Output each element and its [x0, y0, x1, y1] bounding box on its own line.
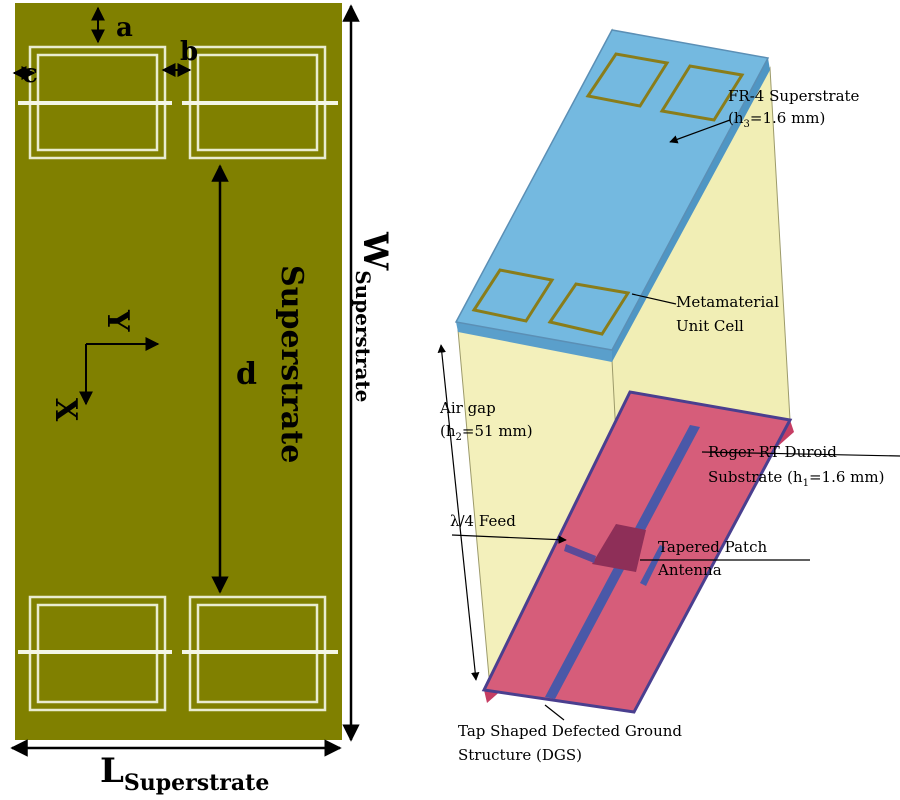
- x-axis-label: X: [48, 398, 83, 422]
- air-gap-label: Air gap: [439, 399, 496, 417]
- fr4-leader: [669, 119, 731, 144]
- dim-b-label: b: [180, 37, 198, 67]
- l-dimension-label: LSuperstrate: [100, 751, 269, 796]
- meta-label-2: Unit Cell: [676, 317, 744, 335]
- l-sub: Superstrate: [124, 770, 269, 796]
- antenna-3d-view: FR-4 Superstrate (h3=1.6 mm) Metamateria…: [437, 28, 900, 764]
- svg-text:WSuperstrate: WSuperstrate: [351, 231, 395, 402]
- dgs-leader: [544, 704, 565, 721]
- feed-label: λ/4 Feed: [450, 512, 516, 530]
- w-sub: Superstrate: [351, 270, 375, 402]
- feed-leader: [451, 534, 567, 544]
- fr4-label: FR-4 Superstrate: [728, 87, 860, 105]
- roger-label: Roger RT Duroid: [708, 443, 837, 461]
- superstrate-label: Superstrate: [274, 265, 309, 463]
- air-gap-arrow: [437, 344, 480, 681]
- roger-leader: [701, 451, 900, 457]
- feed-line: [564, 544, 596, 563]
- fr4-side-right: [612, 58, 770, 362]
- tapered-patch: [592, 524, 646, 572]
- fr4-top: [454, 29, 770, 351]
- w-main: W: [355, 231, 395, 271]
- dim-d-label: d: [236, 357, 257, 392]
- superstrate-board: [15, 3, 342, 740]
- l-main: L: [100, 751, 124, 791]
- patch-stub: [640, 545, 665, 586]
- y-axis-label: Y: [100, 309, 135, 332]
- dim-a-label: a: [116, 13, 133, 43]
- meta-cells-top: [471, 52, 745, 336]
- air-gap-height: (h2=51 mm): [440, 422, 533, 443]
- patch-label-1: Tapered Patch: [658, 538, 767, 556]
- meta-label-1: Metamaterial: [676, 293, 779, 311]
- w-dimension-label: WSuperstrate: [351, 231, 395, 402]
- dgs-label-1: Tap Shaped Defected Ground: [458, 722, 682, 740]
- roger-height: Substrate (h1=1.6 mm): [708, 468, 884, 489]
- superstrate-top-view: a b c d Y X Superstrate WSuperstrate LSu…: [10, 3, 395, 796]
- fr4-height: (h3=1.6 mm): [728, 109, 825, 130]
- patch-label-2: Antenna: [657, 561, 722, 579]
- dim-c-label: c: [22, 59, 38, 89]
- dgs-label-2: Structure (DGS): [458, 746, 582, 764]
- fr4-side: [456, 322, 612, 362]
- meta-leader: [631, 293, 677, 305]
